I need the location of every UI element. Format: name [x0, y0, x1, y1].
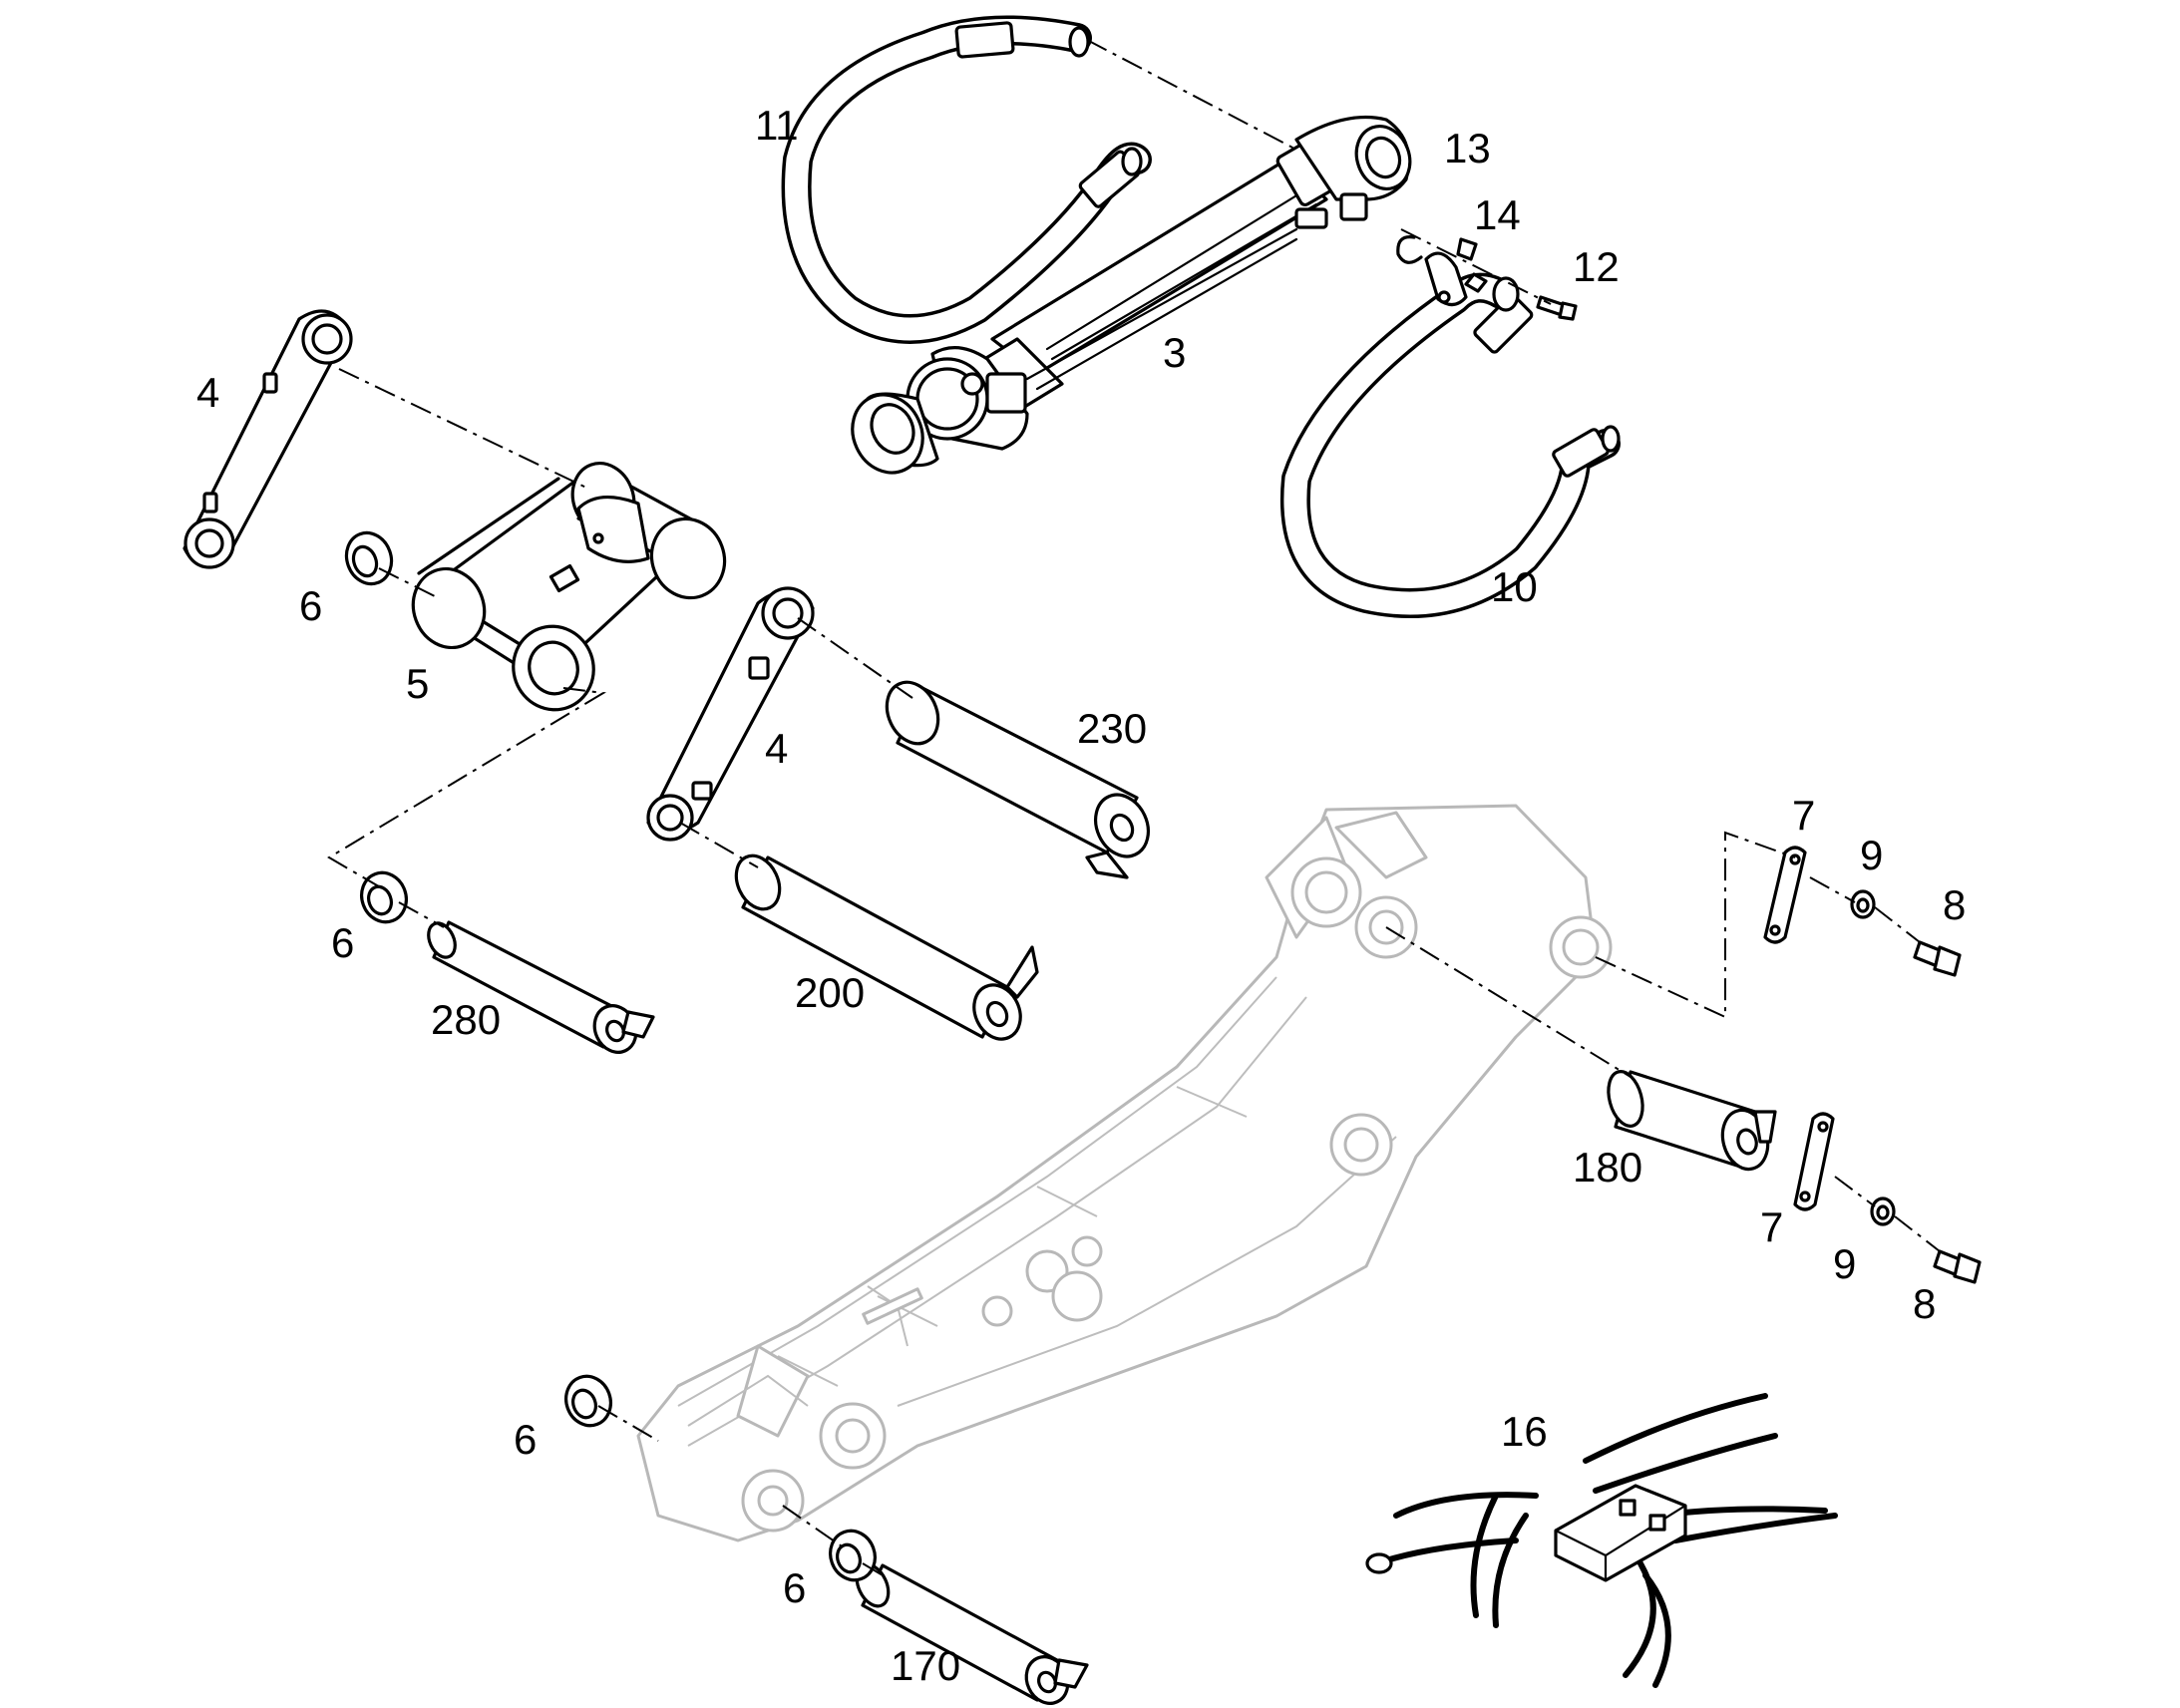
pin-170: [855, 1562, 1089, 1705]
washer-6-bottom: [829, 1529, 877, 1582]
label-valve-block-16: 16: [1501, 1408, 1548, 1455]
washer-6-mid: [360, 870, 408, 924]
washer-6-boom: [564, 1374, 612, 1428]
label-cylinder-3: 3: [1163, 329, 1186, 376]
boom-arm: [636, 804, 1613, 1542]
washer-6-top: [344, 530, 394, 586]
label-pin-180: 180: [1573, 1144, 1642, 1191]
pin-180: [1607, 1070, 1777, 1172]
pin-230: [885, 680, 1150, 879]
link-4-top: [182, 309, 353, 569]
hydraulic-cylinder: [851, 116, 1412, 475]
label-hose-11: 11: [755, 102, 799, 149]
label-washer-9-upper: 9: [1860, 832, 1883, 878]
label-bolt-8-lower: 8: [1913, 1280, 1936, 1327]
pin-200: [734, 854, 1039, 1041]
label-bolt-12: 12: [1573, 243, 1620, 290]
hose-upper: [781, 15, 1152, 344]
bolt-8-upper: [1913, 940, 1962, 977]
label-washer-6-bottom: 6: [783, 1564, 806, 1611]
label-washer-6-top: 6: [299, 582, 322, 629]
label-hose-10: 10: [1491, 563, 1538, 610]
label-pin-170: 170: [891, 1642, 960, 1689]
label-link-4-mid: 4: [765, 725, 788, 772]
clamp-14: [1424, 237, 1488, 307]
label-pin-200: 200: [795, 969, 865, 1016]
label-washer-9-lower: 9: [1833, 1240, 1856, 1287]
plate-7-lower: [1793, 1112, 1835, 1211]
label-plate-7-upper: 7: [1792, 792, 1815, 839]
pin-280: [427, 920, 655, 1054]
label-clamp-14: 14: [1474, 191, 1521, 238]
label-bolt-8-upper: 8: [1943, 881, 1966, 928]
link-4-mid: [646, 586, 815, 842]
label-link-frame-5: 5: [406, 660, 429, 707]
bolt-12: [1536, 295, 1578, 321]
plate-7-upper: [1763, 846, 1807, 944]
label-plate-7-lower: 7: [1760, 1203, 1783, 1250]
callout-labels: 11 13 14 12 3 10 4 6 5 4 230 6 280 200 7…: [196, 102, 1966, 1689]
label-washer-6-boom: 6: [514, 1416, 537, 1463]
washer-9-lower: [1870, 1196, 1896, 1226]
snap-ring-13: [1396, 235, 1423, 264]
label-link-4-top: 4: [196, 369, 219, 416]
label-snap-ring-13: 13: [1444, 125, 1491, 171]
label-pin-280: 280: [431, 996, 501, 1043]
label-washer-6-mid: 6: [331, 919, 354, 966]
assembly-lines: [327, 39, 1941, 1576]
link-frame-5: [411, 462, 727, 712]
hose-lower: [1279, 272, 1621, 618]
bolt-8-lower: [1933, 1249, 1982, 1284]
washer-9-upper: [1850, 889, 1876, 919]
valve-block-16: [1365, 1393, 1838, 1688]
label-pin-230: 230: [1077, 705, 1147, 752]
